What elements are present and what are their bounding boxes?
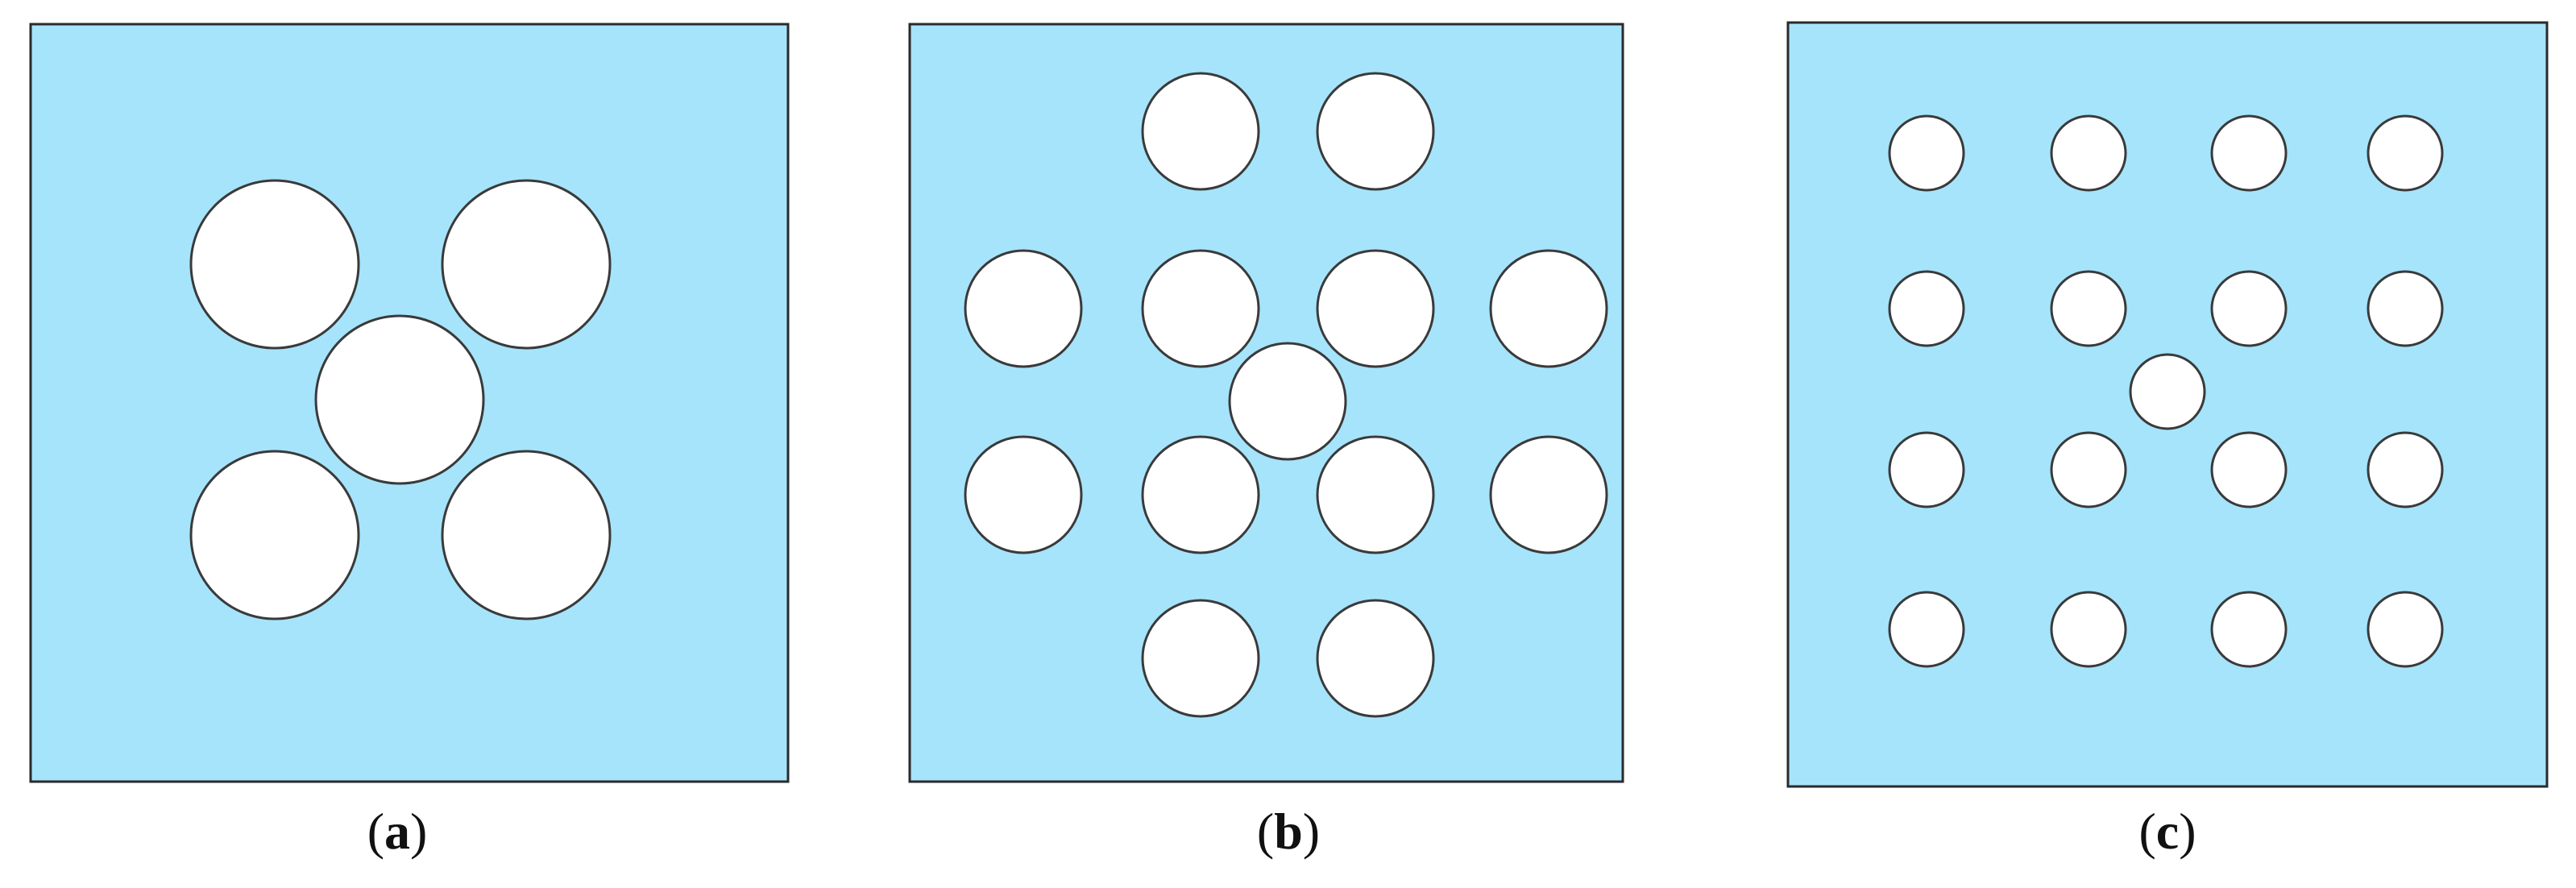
caption-b-close: ) — [1302, 803, 1321, 860]
panel-c-hole — [1888, 591, 1965, 668]
caption-b: (b) — [1168, 799, 1409, 864]
panel-a — [29, 23, 790, 783]
panel-c-hole — [2129, 353, 2206, 430]
panel-b-hole — [1141, 599, 1260, 718]
panel-c-hole — [2050, 591, 2127, 668]
panel-c-hole — [2367, 591, 2444, 668]
panel-b-hole — [1141, 435, 1260, 554]
panel-a-hole — [314, 314, 485, 485]
caption-a: (a) — [276, 799, 518, 864]
panel-b-hole — [964, 435, 1083, 554]
panel-a-hole — [441, 450, 612, 620]
panel-b-hole — [1316, 435, 1435, 554]
panel-b-hole — [1316, 72, 1435, 191]
panel-b-hole — [964, 249, 1083, 368]
panel-c-hole — [2210, 114, 2288, 192]
panel-c-hole — [2367, 114, 2444, 192]
caption-c-close: ) — [2179, 803, 2196, 860]
panel-c — [1786, 21, 2549, 788]
panel-c-hole — [2050, 270, 2127, 347]
caption-b-open: ( — [1256, 803, 1275, 860]
panel-c-hole — [2210, 431, 2288, 508]
panel-b — [908, 23, 1624, 783]
panel-a-hole — [189, 450, 360, 620]
panel-c-hole — [1888, 431, 1965, 508]
panel-c-hole — [1888, 270, 1965, 347]
caption-c-label: c — [2155, 803, 2180, 860]
caption-b-label: b — [1274, 803, 1303, 860]
panel-c-hole — [2367, 431, 2444, 508]
panel-c-hole — [2050, 431, 2127, 508]
panel-b-hole — [1228, 342, 1347, 461]
panel-c-hole — [2210, 270, 2288, 347]
panel-c-hole — [2367, 270, 2444, 347]
panel-b-hole — [1141, 249, 1260, 368]
caption-a-close: ) — [410, 803, 428, 860]
panel-c-hole — [2210, 591, 2288, 668]
panel-c-hole — [1888, 114, 1965, 192]
panel-b-hole — [1489, 435, 1608, 554]
caption-a-label: a — [384, 803, 410, 860]
caption-a-open: ( — [367, 803, 384, 860]
panel-b-hole — [1141, 72, 1260, 191]
caption-c: (c) — [2047, 799, 2288, 864]
panel-c-hole — [2050, 114, 2127, 192]
caption-c-open: ( — [2138, 803, 2156, 860]
panel-a-hole — [441, 179, 612, 350]
panel-a-hole — [189, 179, 360, 350]
panel-b-hole — [1316, 249, 1435, 368]
panel-b-hole — [1489, 249, 1608, 368]
panel-b-hole — [1316, 599, 1435, 718]
